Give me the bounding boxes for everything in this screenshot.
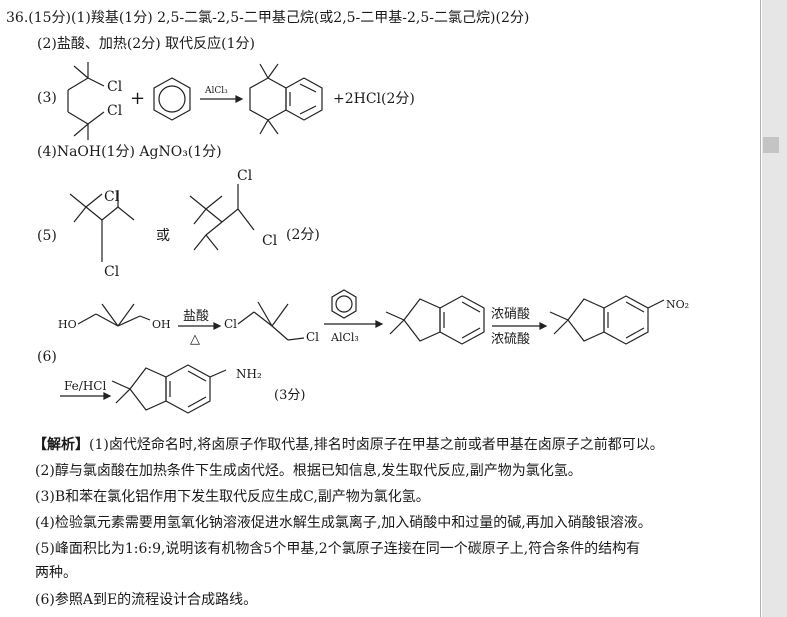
analysis-tag: 【解析】	[33, 437, 89, 453]
q6-step3-bottom: 浓硫酸	[491, 332, 530, 347]
scrollbar-thumb[interactable]	[763, 137, 779, 153]
q5-cl-b2: Cl	[262, 233, 278, 249]
q5-cl-a1: Cl	[104, 189, 120, 205]
analysis-line-4: (4)检验氯元素需要用氢氧化钠溶液促进水解生成氯离子,加入硝酸中和过量的碱,再加…	[35, 515, 652, 531]
analysis-line-5a: (5)峰面积比为1:6:9,说明该有机物含5个甲基,2个氯原子连接在同一个碳原子…	[35, 541, 641, 557]
q3-reactant-skeleton	[67, 62, 105, 140]
analysis-line-5b: 两种。	[35, 565, 77, 581]
q3-label: (3)	[37, 90, 57, 106]
q6-benzene-small	[331, 289, 357, 319]
q6-dichloride-skeleton	[237, 301, 305, 341]
analysis-line-3: (3)B和苯在氯化铝作用下发生取代反应生成C,副产物为氯化氢。	[35, 489, 430, 505]
q6-amino-indane	[111, 364, 227, 414]
q2-answer: (2)盐酸、加热(2分) 取代反应(1分)	[37, 36, 255, 52]
q6-step2-cond: AlCl₃	[330, 331, 359, 344]
page-border-line	[760, 0, 761, 617]
q6-step1-cond: △	[190, 332, 200, 347]
q6-step4-reagent: Fe/HCl	[64, 379, 106, 393]
scrollbar-track[interactable]	[762, 0, 787, 617]
q6-step3-top: 浓硝酸	[491, 307, 530, 322]
analysis-line-2: (2)醇与氯卤酸在加热条件下生成卤代烃。根据已知信息,发生取代反应,副产物为氯化…	[35, 463, 582, 479]
q6-nitroindane	[549, 295, 665, 345]
q3-product-skeleton	[249, 63, 323, 135]
q5-structure-b	[189, 184, 255, 251]
q5-cl-a2: Cl	[104, 264, 120, 280]
q5-or: 或	[156, 228, 170, 244]
q6-step1-reagent: 盐酸	[183, 309, 209, 324]
q3-plus: +	[130, 88, 145, 109]
q5-cl-b1: Cl	[237, 168, 253, 184]
q3-arrowhead	[235, 95, 244, 103]
q5-score: (2分)	[286, 227, 320, 243]
q3-cl-bottom: Cl	[107, 103, 123, 119]
q3-product-tail: +2HCl(2分)	[333, 91, 415, 107]
q5-label: (5)	[37, 228, 57, 244]
q5-structure-a	[69, 190, 135, 262]
q6-score: (3分)	[274, 388, 305, 403]
q36-header: 36.(15分)(1)羧基(1分) 2,5-二氯-2,5-二甲基己烷(或2,5-…	[6, 10, 530, 26]
q6-cl1: Cl	[224, 317, 237, 331]
q6-ho1: HO	[58, 318, 77, 331]
q6-diol-skeleton	[77, 303, 151, 327]
q3-benzene-ring	[153, 77, 191, 121]
analysis-line-1: (1)卤代烃命名时,将卤原子作取代基,排名时卤原子在甲基之前或者甲基在卤原子之前…	[89, 437, 664, 453]
q6-label: (6)	[37, 349, 57, 365]
analysis-line-6: (6)参照A到E的流程设计合成路线。	[35, 592, 258, 608]
q6-nh2: NH₂	[236, 367, 262, 381]
q6-oh2: OH	[152, 318, 171, 331]
q6-no2: NO₂	[666, 298, 689, 311]
q6-cl2: Cl	[306, 330, 319, 344]
q3-catalyst: AlCl₃	[204, 86, 228, 96]
q3-cl-top: Cl	[107, 79, 123, 95]
q6-indane	[385, 295, 485, 345]
q4-answer: (4)NaOH(1分) AgNO₃(1分)	[37, 144, 222, 160]
